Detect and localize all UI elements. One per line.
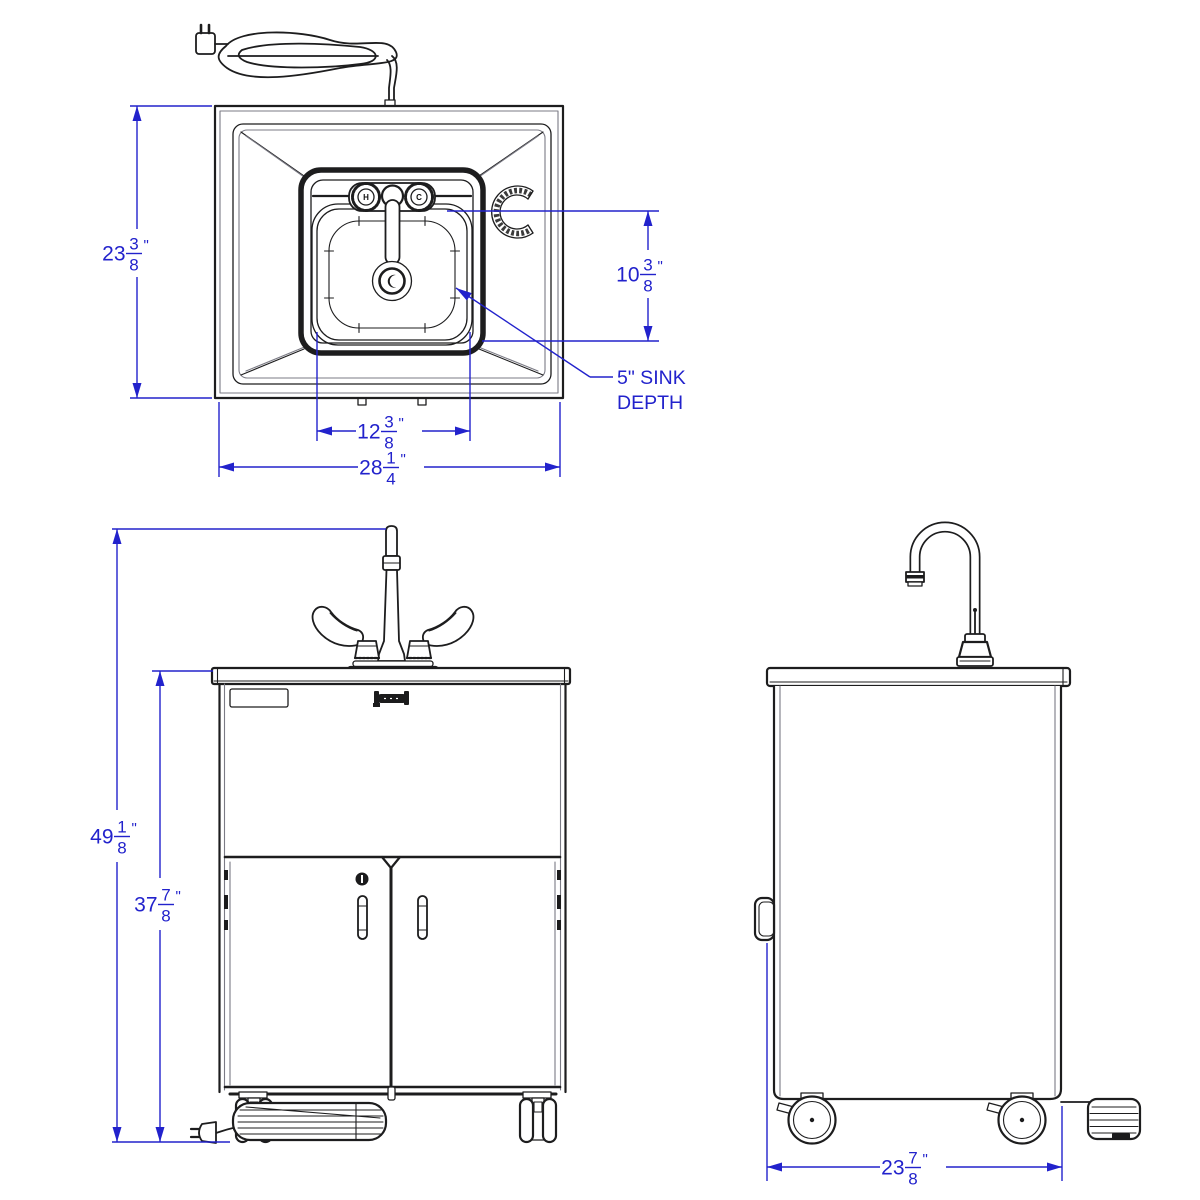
power-cord-front-icon (189, 1101, 388, 1144)
side-view (753, 521, 1142, 1145)
svg-text:3: 3 (384, 413, 393, 432)
svg-text:8: 8 (117, 839, 126, 858)
towel-hook-icon (491, 185, 534, 239)
svg-text:3: 3 (129, 235, 138, 254)
cold-handle-label: C (416, 193, 422, 202)
svg-text:8: 8 (643, 277, 652, 296)
dim-overall-depth: 23 7 8 " (766, 943, 1063, 1189)
dim-overall-width: 28 1 4 " (218, 402, 561, 489)
svg-text:4: 4 (386, 470, 395, 489)
svg-text:": " (923, 1151, 928, 1168)
svg-text:7: 7 (908, 1149, 917, 1168)
label-plate (229, 688, 289, 708)
svg-text:10: 10 (616, 264, 639, 287)
drain-stub-icon (417, 397, 427, 406)
svg-text:": " (144, 237, 149, 254)
front-cabinet (210, 666, 572, 1101)
front-faucet (311, 525, 475, 673)
plug-icon (198, 1121, 217, 1144)
power-cord-side-icon (1060, 1097, 1142, 1141)
svg-text:": " (658, 258, 663, 275)
hinge-marks (224, 870, 561, 930)
svg-text:23: 23 (102, 243, 125, 266)
plug-icon (1112, 1133, 1130, 1140)
svg-text:3: 3 (643, 256, 652, 275)
caster-side-left (776, 1092, 837, 1145)
dim-front-to-back: 23 3 8 " (102, 105, 212, 399)
wing-handle-icon (311, 605, 381, 660)
svg-text:23: 23 (881, 1157, 904, 1180)
drain-stub-icon (357, 397, 367, 406)
drain-icon (371, 260, 413, 302)
svg-text:28: 28 (359, 457, 382, 480)
dim-counter-height: 37 7 8 " (134, 670, 213, 1142)
sink-bowl-plan: H C (298, 167, 486, 356)
caster-front-right (518, 1091, 558, 1144)
svg-text:8: 8 (129, 256, 138, 275)
bowl-corner-ticks (323, 215, 461, 334)
sink-depth-note-line2: DEPTH (617, 392, 683, 414)
side-handle-icon (753, 896, 776, 942)
hot-handle-label: H (363, 193, 369, 202)
wing-handle-icon (405, 605, 475, 660)
dim-sink-front-to-back: 10 3 8 " (447, 210, 663, 342)
svg-text:": " (176, 888, 181, 905)
svg-text:7: 7 (161, 886, 170, 905)
door-handle-left (357, 895, 368, 940)
top-view: H C (195, 23, 565, 406)
front-view (189, 525, 572, 1144)
svg-text:": " (132, 820, 137, 837)
svg-text:": " (399, 415, 404, 432)
side-cabinet (753, 666, 1072, 1101)
countertop (210, 666, 572, 686)
dim-overall-height: 49 1 8 " (90, 528, 386, 1143)
gooseneck-faucet-icon (905, 521, 994, 667)
svg-text:37: 37 (134, 894, 157, 917)
svg-text:49: 49 (90, 826, 113, 849)
dim-sink-width: 12 3 8 " (316, 332, 471, 453)
svg-text:1: 1 (117, 818, 126, 837)
countertop-side (765, 666, 1072, 688)
svg-text:12: 12 (357, 421, 380, 444)
sink-depth-note: 5" SINK DEPTH (455, 287, 686, 414)
spout-icon (385, 525, 398, 557)
svg-text:": " (401, 451, 406, 468)
lock-icon (355, 872, 369, 886)
svg-text:1: 1 (386, 449, 395, 468)
svg-text:8: 8 (161, 907, 170, 926)
caster-side-right (986, 1092, 1047, 1145)
spout-plan-icon (384, 199, 401, 265)
power-cord-top-icon (195, 23, 398, 108)
door-handle-right (417, 895, 428, 940)
sink-depth-note-line1: 5" SINK (617, 367, 686, 389)
latch-icon (373, 691, 409, 707)
svg-text:8: 8 (908, 1170, 917, 1189)
svg-text:8: 8 (384, 434, 393, 453)
